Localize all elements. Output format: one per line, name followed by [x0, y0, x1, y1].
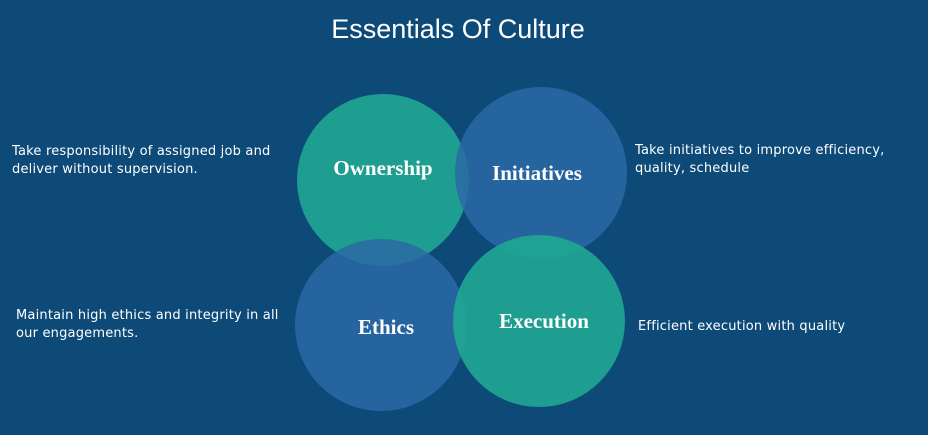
ownership-label: Ownership	[333, 156, 433, 180]
ownership-circle	[297, 94, 469, 266]
initiatives-circle	[455, 87, 627, 259]
initiatives-description-text: Take initiatives to improve efficiency, …	[635, 143, 885, 176]
slide-title: Essentials Of Culture	[331, 14, 585, 44]
initiatives-description: Take initiatives to improve efficiency, …	[635, 142, 925, 178]
ownership-description: Take responsibility of assigned job and …	[12, 143, 302, 179]
ethics-description-text: Maintain high ethics and integrity in al…	[16, 308, 279, 341]
execution-description-text: Efficient execution with quality	[638, 319, 846, 334]
ethics-description: Maintain high ethics and integrity in al…	[16, 307, 306, 343]
execution-label: Execution	[499, 309, 589, 333]
execution-description: Efficient execution with quality	[638, 318, 923, 336]
ethics-label: Ethics	[357, 315, 414, 339]
initiatives-label: Initiatives	[492, 161, 582, 185]
execution-circle	[453, 235, 625, 407]
ownership-description-text: Take responsibility of assigned job and …	[12, 144, 271, 177]
ethics-circle	[295, 239, 467, 411]
